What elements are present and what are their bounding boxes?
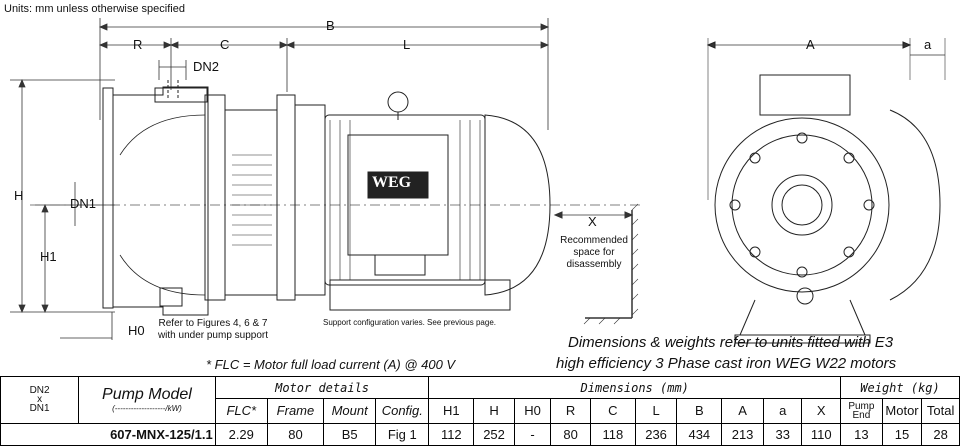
recommended-space-note: Recommended space for disassembly <box>554 235 634 271</box>
pump-model-header: Pump Model (-------------------/kW) <box>78 376 216 424</box>
caption-line-1: Dimensions & weights refer to units fitt… <box>568 334 894 351</box>
dimension-lines-left <box>10 78 115 340</box>
label-r: R <box>133 37 143 52</box>
note-line: with under pump support <box>157 330 269 341</box>
col-r: R <box>550 398 591 424</box>
col-l: L <box>634 398 678 424</box>
x-label: x <box>37 394 43 406</box>
dimensions-header: Dimensions (mm) <box>428 375 842 400</box>
col-h: H <box>473 398 515 424</box>
label-h1: H1 <box>40 249 57 264</box>
weg-logo: WEG <box>372 174 412 191</box>
pump-line-drawing <box>10 18 946 344</box>
note-line: Refer to Figures 4, 6 & 7 <box>158 318 268 329</box>
coupling-guard <box>224 94 296 301</box>
col-b: B <box>676 398 723 424</box>
row-x: 110 <box>801 422 842 446</box>
row-total: 28 <box>921 422 960 446</box>
label-dn2: DN2 <box>193 59 220 74</box>
end-view <box>706 38 946 344</box>
row-pump-end: 13 <box>840 422 883 446</box>
col-flc: FLC* <box>214 398 268 424</box>
col-motor-weight: Motor <box>881 398 923 424</box>
row-config: Fig 1 <box>375 422 430 446</box>
support-refer-note: Refer to Figures 4, 6 & 7 with under pum… <box>148 318 278 342</box>
dn2-label: DN2 <box>29 385 50 397</box>
row-h1: 112 <box>428 422 475 446</box>
pump-drawing: Units: mm unless otherwise specified <box>4 3 946 372</box>
motor-body <box>294 91 551 311</box>
note-line: disassembly <box>566 259 622 270</box>
row-b: 434 <box>676 422 723 446</box>
row-mount: B5 <box>323 422 377 446</box>
note-line: space for <box>573 247 615 258</box>
label-a-upper: A <box>806 37 815 52</box>
units-note: Units: mm unless otherwise specified <box>4 3 185 15</box>
support-config-note: Support configuration varies. See previo… <box>323 318 496 327</box>
row-a-lower: 33 <box>762 422 803 446</box>
col-x: X <box>801 398 842 424</box>
note-line: Recommended <box>560 235 628 246</box>
dn1-label: DN1 <box>29 403 50 415</box>
caption-line-2: high efficiency 3 Phase cast iron WEG W2… <box>556 355 897 372</box>
dn-header: DN2 x DN1 <box>0 376 80 424</box>
row-h0: - <box>513 422 552 446</box>
flc-note: * FLC = Motor full load current (A) @ 40… <box>206 357 456 372</box>
col-a-lower: a <box>762 398 803 424</box>
motor-details-header: Motor details <box>214 375 430 400</box>
pump-casing <box>102 80 226 316</box>
col-pump-end: Pump End <box>840 398 883 424</box>
label-l: L <box>403 37 411 52</box>
col-h0: H0 <box>513 398 552 424</box>
row-a-upper: 213 <box>721 422 764 446</box>
label-dn1: DN1 <box>70 196 97 211</box>
disassembly-wall <box>553 203 639 325</box>
dimension-lines-top <box>98 18 550 130</box>
label-x: X <box>588 214 597 229</box>
label-h0: H0 <box>128 323 145 338</box>
row-r: 80 <box>550 422 591 446</box>
col-h1: H1 <box>428 398 475 424</box>
table-row: 607-MNX-125/1.1 2.29 80 B5 Fig 1 112 252… <box>0 422 960 446</box>
row-model: 607-MNX-125/1.1 <box>0 422 216 446</box>
col-total: Total <box>921 398 960 424</box>
label-h: H <box>14 188 24 203</box>
row-motor-weight: 15 <box>881 422 923 446</box>
col-a-upper: A <box>721 398 764 424</box>
row-flc: 2.29 <box>214 422 268 446</box>
row-l: 236 <box>634 422 678 446</box>
pump-model-title: Pump Model <box>102 386 192 404</box>
col-frame: Frame <box>266 398 325 424</box>
row-c: 118 <box>589 422 636 446</box>
pump-model-sub: (-------------------/kW) <box>112 404 182 414</box>
label-c: C <box>220 37 230 52</box>
label-a-lower: a <box>924 37 932 52</box>
row-frame: 80 <box>266 422 325 446</box>
row-h: 252 <box>473 422 515 446</box>
spec-table: DN2 x DN1 Pump Model (------------------… <box>0 375 960 446</box>
col-config: Config. <box>375 398 430 424</box>
col-mount: Mount <box>323 398 377 424</box>
weight-header: Weight (kg) <box>840 375 960 400</box>
label-b: B <box>326 18 335 33</box>
col-c: C <box>589 398 636 424</box>
